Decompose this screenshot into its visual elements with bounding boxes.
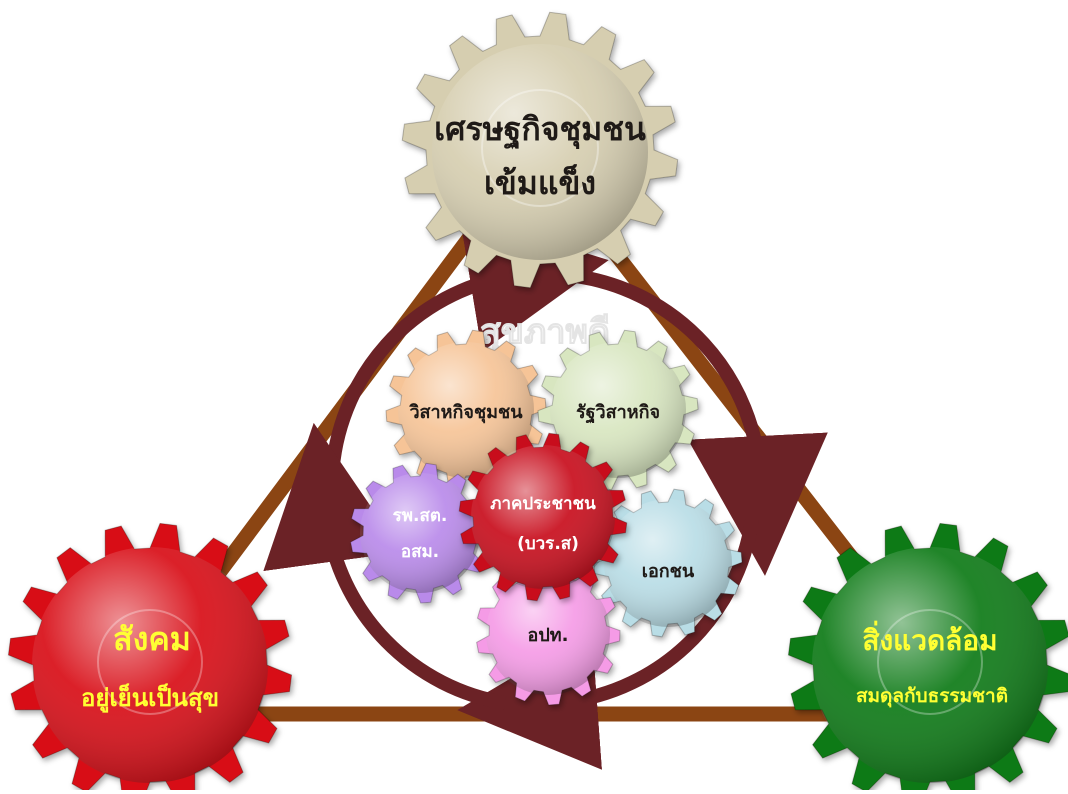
gear-shine [812, 547, 1048, 783]
gear-shine [360, 473, 480, 593]
gear-shine [432, 44, 648, 260]
gear-shine [486, 571, 610, 695]
gear-local-government: อปท. [476, 560, 621, 706]
gear-hub [481, 89, 599, 207]
gear-society-title: สังคม [113, 620, 191, 658]
gear-health-volunteers-label-line2: อสม. [401, 542, 439, 562]
gear-environment: สิ่งแวดล้อม สมดุลกับธรรมชาติ [787, 522, 1068, 794]
gear-economy: เศรษฐกิจชุมชน เข้มแข็ง [401, 11, 679, 289]
gear-state-enterprise-label: รัฐวิสาหกิจ [576, 402, 660, 424]
gear-health-volunteers-label-line1: รพ.สต. [393, 506, 448, 526]
gear-private-sector-label: เอกชน [642, 561, 695, 582]
gear-society: สังคม อยู่เย็นเป็นสุข [7, 522, 293, 794]
center-title: สุขภาพดี [480, 312, 610, 353]
gear-hub [97, 609, 203, 715]
gear-environment-subtitle: สมดุลกับธรรมชาติ [856, 685, 1008, 708]
gear-society-subtitle: อยู่เย็นเป็นสุข [81, 683, 219, 714]
gear-shine [398, 342, 534, 478]
gear-community-enterprise: วิสาหกิจชุมชน [385, 329, 547, 491]
gear-environment-title: สิ่งแวดล้อม [862, 620, 997, 657]
gear-local-government-label: อปท. [528, 625, 569, 646]
inner-gears: วิสาหกิจชุมชน รัฐวิสาหกิจ รพ.สต. อสม. เอ… [350, 329, 743, 706]
gear-shine [471, 445, 615, 589]
gear-civil-society-label-line2: (บวร.ส) [517, 534, 579, 554]
gear-civil-society-label-line1: ภาคประชาชน [490, 494, 596, 514]
gear-community-enterprise-label: วิสาหกิจชุมชน [409, 402, 524, 424]
gear-economy-subtitle: เข้มแข็ง [484, 163, 596, 202]
gear-shine [32, 547, 268, 783]
cycle-arrow-top-right [574, 269, 828, 576]
gear-health-volunteers: รพ.สต. อสม. [350, 462, 491, 604]
gear-private-sector: เอกชน [593, 488, 743, 638]
gear-hub [877, 609, 983, 715]
cycle-arrows [263, 213, 828, 770]
cycle-arrow-bottom-right [457, 518, 759, 770]
cycle-arrow-bottom-left [263, 422, 507, 710]
gear-shine [604, 499, 732, 627]
gear-economy-title: เศรษฐกิจชุมชน [434, 110, 646, 150]
gear-civil-society: ภาคประชาชน (บวร.ส) [458, 432, 628, 602]
